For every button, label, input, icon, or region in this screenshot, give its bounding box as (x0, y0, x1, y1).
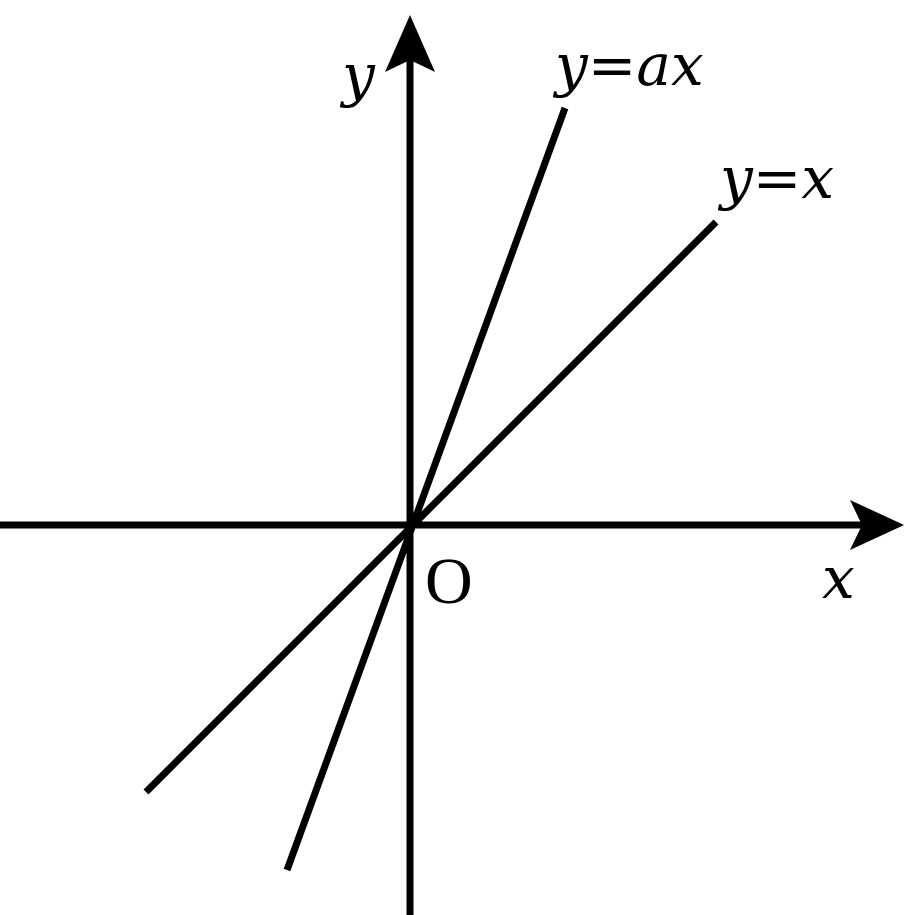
line-y-equals-x (143, 219, 719, 795)
y-axis-arrowhead (385, 15, 435, 72)
line-y-equals-ax (283, 106, 569, 872)
y-axis-label: y (339, 41, 376, 109)
origin-label: O (425, 545, 473, 618)
line-y-equals-x-label: y=x (717, 144, 834, 212)
x-axis-arrowhead (850, 500, 904, 550)
line-y-equals-ax-label: y=ax (552, 31, 704, 99)
x-axis-label: x (822, 544, 855, 612)
